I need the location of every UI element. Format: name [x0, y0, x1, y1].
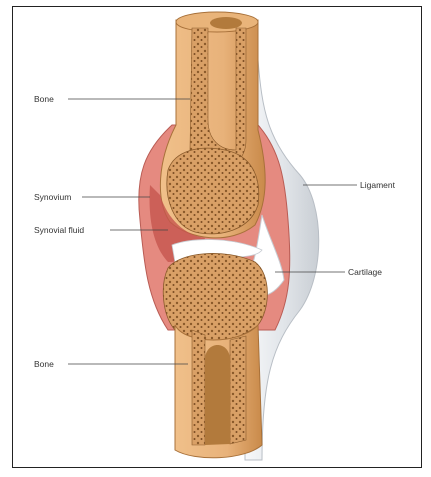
lower-bone-head — [163, 253, 267, 340]
label-bone-bottom: Bone — [34, 359, 54, 369]
label-bone-top: Bone — [34, 94, 54, 104]
label-synovium: Synovium — [34, 192, 71, 202]
label-ligament: Ligament — [360, 180, 395, 190]
label-synovial-fluid: Synovial fluid — [34, 225, 84, 235]
label-cartilage: Cartilage — [348, 267, 382, 277]
upper-bone-head — [167, 148, 259, 234]
